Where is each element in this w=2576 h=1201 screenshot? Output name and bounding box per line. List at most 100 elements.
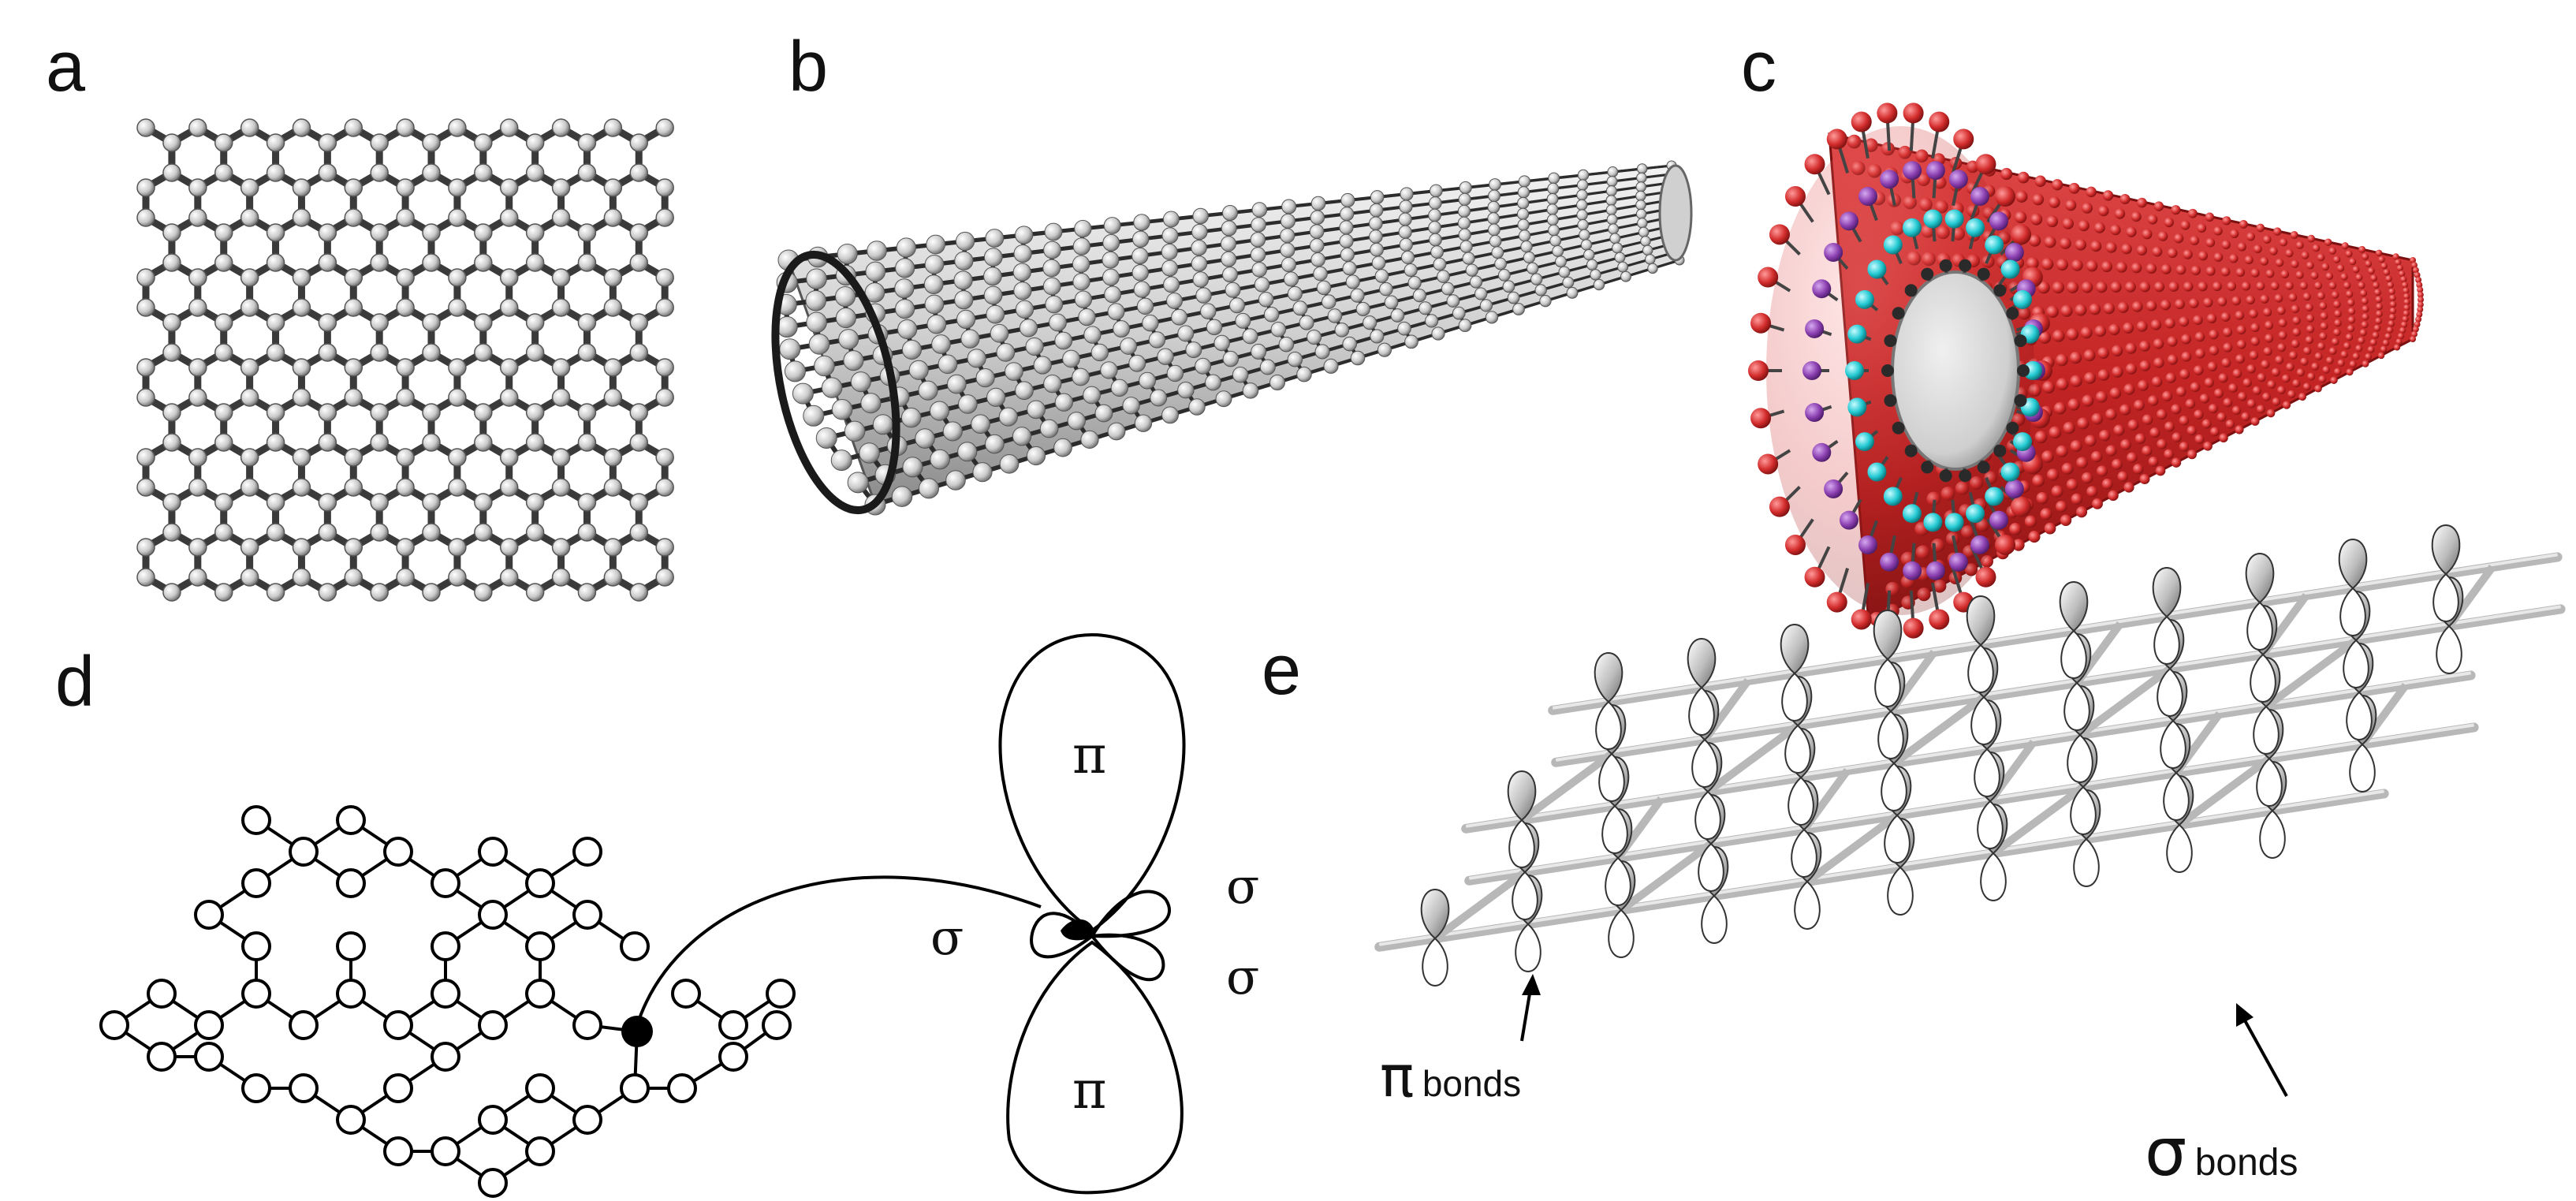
pi-lobe-bottom	[2157, 667, 2183, 718]
lattice-atom	[383, 1136, 413, 1166]
pi-lobe-bottom	[2256, 757, 2283, 808]
lattice-atom	[478, 900, 508, 930]
nanotube-atom	[1642, 244, 1653, 256]
lattice-atom	[289, 1010, 319, 1040]
outer-wall-atom	[2111, 458, 2123, 470]
outer-wall-atom	[2125, 363, 2138, 375]
lattice-atom	[336, 1105, 366, 1135]
nanotube-atom	[1228, 297, 1245, 314]
panel-label-d: d	[55, 643, 95, 722]
lattice-atom	[241, 805, 271, 835]
outer-wall-atom	[2038, 330, 2052, 344]
pi-lobe-bottom	[1508, 819, 1535, 869]
outer-wall-atom	[2175, 386, 2186, 397]
nanotube-atom	[1278, 336, 1295, 352]
outer-wall-atom	[2300, 357, 2309, 366]
outer-wall-atom	[2060, 237, 2071, 249]
outer-wall-atom	[2317, 341, 2325, 351]
nanotube-atom	[808, 334, 830, 355]
lattice-atom	[147, 1042, 177, 1072]
lattice-atom	[572, 1010, 602, 1040]
outer-wall-atom	[2412, 267, 2419, 274]
outer-wall-atom	[2056, 445, 2068, 457]
carbon-atom	[214, 403, 233, 422]
outer-wall-atom	[2246, 399, 2257, 408]
nanotube-atom	[1102, 268, 1120, 286]
outer-wall-atom	[2193, 365, 2204, 375]
outer-wall-atom	[2285, 248, 2294, 258]
outer-wall-atom	[2340, 350, 2348, 359]
nanotube-atom	[1131, 247, 1149, 265]
outer-wall-atom	[2362, 252, 2369, 260]
outer-wall-atom	[2011, 496, 2032, 517]
pi-lobe-bottom	[2163, 771, 2190, 822]
nanotube-atom	[867, 241, 887, 261]
outer-wall-atom	[2168, 281, 2179, 292]
nanotube-atom	[998, 407, 1018, 427]
carbon-atom	[422, 163, 441, 182]
outer-wall-atom	[2399, 270, 2406, 278]
nanotube-atom	[1350, 350, 1366, 366]
outer-wall-atom	[2306, 314, 2315, 323]
outer-wall-atom	[2024, 515, 2037, 528]
outer-wall-atom	[2399, 326, 2406, 334]
carbon-atom	[370, 163, 389, 182]
pi-bonds-symbol: π	[1380, 1043, 1414, 1110]
panel-label-b: b	[788, 28, 829, 106]
nanotube-atom	[1090, 343, 1109, 362]
nanotube-atom	[1635, 208, 1647, 220]
nanotube-atom	[1617, 261, 1629, 273]
sigma-bond	[1551, 604, 2566, 767]
outer-wall-atom	[2139, 474, 2150, 484]
nanotube-atom	[1583, 248, 1595, 261]
outer-wall-atom	[2086, 259, 2098, 272]
pi-lobe-bottom	[2246, 601, 2273, 651]
outer-wall-atom	[2260, 256, 2269, 266]
outer-wall-atom	[2417, 291, 2424, 298]
nanotube-atom	[1120, 338, 1138, 355]
nanotube-atom	[1612, 242, 1624, 254]
nanotube-atom	[1418, 301, 1433, 315]
carbon-atom	[474, 433, 493, 452]
outer-wall-atom	[2286, 362, 2295, 371]
outer-wall-atom	[2264, 320, 2274, 330]
nanotube-atom	[971, 414, 990, 435]
inner-wall-atom	[1845, 361, 1864, 380]
carbon-atom	[655, 118, 674, 137]
nanotube-atom	[1458, 228, 1471, 241]
outer-wall-atom	[2131, 211, 2142, 222]
outer-wall-atom	[2288, 293, 2298, 302]
carbon-atom	[370, 523, 389, 542]
nanotube-atom	[1635, 190, 1646, 202]
carbon-atom	[344, 388, 363, 407]
outer-wall-atom	[2056, 353, 2068, 367]
outer-wall-atom	[2034, 431, 2048, 444]
outer-wall-atom	[2410, 336, 2416, 342]
outer-wall-atom	[2153, 281, 2165, 293]
outer-wall-atom	[2099, 429, 2111, 442]
carbon-atom	[448, 208, 467, 227]
outer-wall-atom	[2052, 179, 2063, 191]
lattice-atom	[336, 931, 366, 961]
nanotube-atom	[1166, 364, 1184, 382]
nanotube-atom	[1072, 367, 1090, 386]
pi-lobe-bottom	[2060, 629, 2087, 680]
carbon-atom	[214, 343, 233, 362]
outer-wall-atom	[2382, 339, 2390, 346]
outer-wall-atom	[2292, 379, 2301, 388]
outer-wall-atom	[2237, 242, 2246, 252]
carbon-atom	[551, 358, 571, 377]
nanotube-atom	[1292, 300, 1308, 316]
outer-wall-atom	[2125, 342, 2137, 354]
outer-wall-atom	[2290, 231, 2298, 240]
nanotube-atom	[1015, 226, 1034, 244]
outer-wall-atom	[2302, 382, 2311, 391]
pi-lobe-bottom	[1970, 696, 1997, 746]
pi-lobe-bottom	[1884, 814, 1911, 864]
carbon-atom	[448, 538, 467, 557]
nanotube-atom	[1161, 259, 1179, 277]
outer-wall-atom	[2083, 349, 2096, 362]
nanotube-atom	[930, 449, 950, 470]
nanotube-atom	[1185, 341, 1202, 359]
middle-wall-atom	[1925, 161, 1945, 181]
